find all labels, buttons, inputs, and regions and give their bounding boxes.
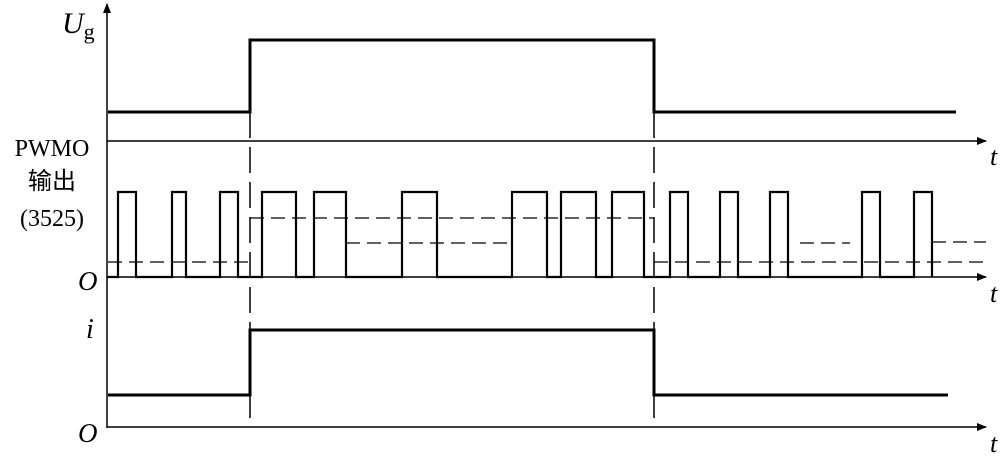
origin-label-pwm: O xyxy=(78,266,98,296)
pwm-pulse-train xyxy=(108,190,934,279)
origin-label-current: O xyxy=(78,418,98,448)
current-waveform xyxy=(108,328,948,397)
pwmo-chip-label: (3525) xyxy=(20,206,84,232)
current-label: i xyxy=(86,314,94,345)
pwmo-output-label: 输出 xyxy=(28,168,76,195)
pwmo-label: PWMO xyxy=(15,136,90,162)
ug-label: Ug xyxy=(62,7,95,44)
time-label-1: t xyxy=(990,142,998,171)
ug-waveform xyxy=(108,38,956,114)
time-label-2: t xyxy=(990,279,998,308)
time-label-3: t xyxy=(990,429,998,458)
